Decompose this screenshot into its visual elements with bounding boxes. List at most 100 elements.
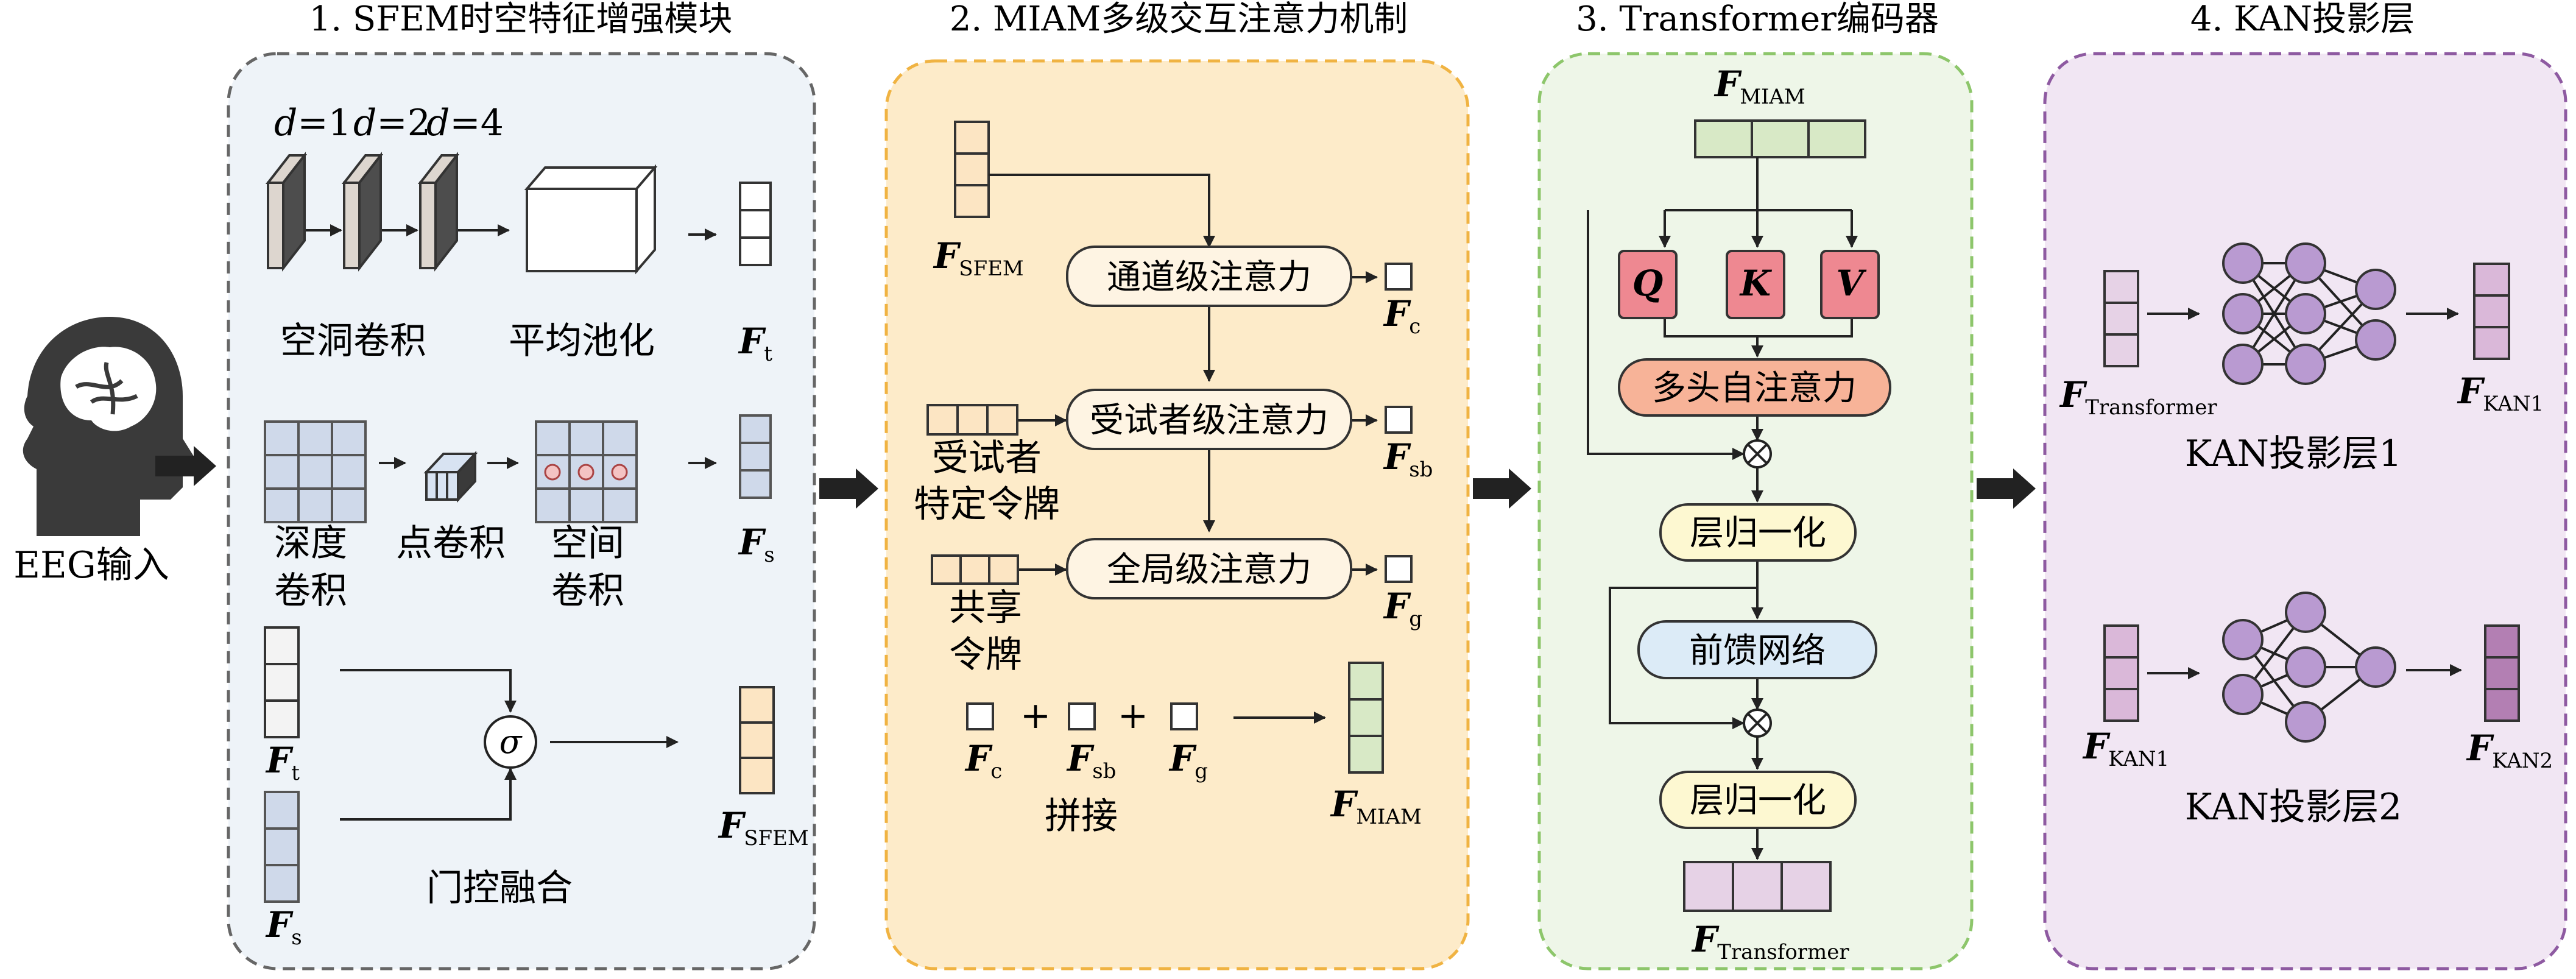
concat-fg-label: Fg <box>1168 738 1208 783</box>
fmiam-in-label: FMIAM <box>1713 63 1805 109</box>
depth-conv-label-2: 卷积 <box>274 570 347 612</box>
ft-gate-label: Ft <box>265 740 300 785</box>
svg-text:d=2: d=2 <box>353 102 431 144</box>
concat-fsb-label: Fsb <box>1066 738 1116 783</box>
feature-fkan2-out <box>2484 624 2520 722</box>
concat-small-boxes <box>966 702 1198 730</box>
otimes-1-x2 <box>1747 444 1768 464</box>
panel-title-miam: 2. MIAM多级交互注意力机制 <box>950 0 1408 39</box>
fkan2-out-label: FKAN2 <box>2466 727 2553 773</box>
mhsa-box <box>1618 358 1891 417</box>
concat-fc-label: Fc <box>964 738 1002 783</box>
subject-token-label-1: 受试者 <box>932 437 1042 479</box>
mhsa-label: 多头自注意力 <box>1652 369 1857 408</box>
sigma-gate-node <box>484 715 537 769</box>
kan-net-2-nodes <box>2222 592 2396 743</box>
panel-title-kan: 4. KAN投影层 <box>2190 0 2415 39</box>
avg-pool-cube <box>524 164 658 275</box>
panel-title-transformer: 3. Transformer编码器 <box>1576 0 1939 39</box>
avg-pool-label: 平均池化 <box>509 320 655 362</box>
ft-top-label: Ft <box>738 320 772 366</box>
arrow-sfem-to-miam <box>819 468 878 509</box>
dilated-conv-blocks <box>265 152 460 272</box>
depth-conv-label-1: 深度 <box>274 522 347 565</box>
svg-text:d=1: d=1 <box>274 102 351 144</box>
ln2-label: 层归一化 <box>1690 781 1826 821</box>
sigma-symbol: σ <box>499 723 523 761</box>
global-att-label: 全局级注意力 <box>1107 550 1311 590</box>
point-conv-label: 点卷积 <box>396 522 506 565</box>
fkan1-in-label: FKAN1 <box>2082 726 2169 771</box>
ftransformer-in-label: FTransformer <box>2059 374 2217 420</box>
gate-fusion-label: 门控融合 <box>426 867 573 910</box>
plus-2: + <box>1118 694 1148 737</box>
feature-fkan1-in <box>2103 624 2139 722</box>
feature-fsfem-out <box>739 686 775 794</box>
arrow-miam-to-transformer <box>1473 468 1531 509</box>
miam-connectors <box>989 174 1378 724</box>
kan-net-1-nodes <box>2222 242 2396 385</box>
shared-token-cells <box>931 554 1019 585</box>
feature-ftransformer-out <box>1683 861 1832 912</box>
depthwise-grid <box>264 420 367 523</box>
otimes-2-x2 <box>1747 713 1768 733</box>
k-box <box>1726 250 1785 319</box>
fsfem-in-label: FSFEM <box>933 235 1024 281</box>
v-label: V <box>1836 263 1866 304</box>
v-box <box>1820 250 1880 319</box>
kan1-label: KAN投影层1 <box>2185 433 2402 475</box>
panel-kan <box>2043 52 2567 970</box>
fc-label: Fc <box>1383 293 1420 339</box>
concat-label: 拼接 <box>1045 795 1118 838</box>
transformer-connectors <box>1587 157 1858 860</box>
shared-token-label-2: 令牌 <box>949 634 1022 676</box>
feature-fmiam-in <box>1694 119 1866 158</box>
feature-fsfem-in <box>954 121 990 218</box>
fsb-label: Fsb <box>1383 436 1433 482</box>
fc-small-box <box>1385 263 1413 583</box>
svg-text:d=4: d=4 <box>426 102 504 144</box>
q-box <box>1618 250 1678 319</box>
arrow-transformer-to-kan <box>1977 468 2036 509</box>
dilated-conv-label: 空洞卷积 <box>280 320 426 362</box>
feature-fs-top <box>739 414 772 499</box>
ln2-box <box>1659 771 1857 829</box>
subject-att-label: 受试者级注意力 <box>1090 401 1329 440</box>
spatial-grid <box>535 420 638 523</box>
ln1-box <box>1659 503 1857 562</box>
feature-fs-gate <box>264 791 300 903</box>
channel-att-box <box>1066 246 1352 307</box>
feature-ft-top <box>739 182 772 266</box>
ffn-box <box>1637 620 1877 679</box>
channel-att-label: 通道级注意力 <box>1107 258 1311 297</box>
k-label: K <box>1739 263 1773 304</box>
gate-connectors <box>340 669 679 821</box>
kan2-label: KAN投影层2 <box>2185 786 2402 829</box>
subject-att-box <box>1066 389 1352 450</box>
ftransformer-out-label: FTransformer <box>1691 919 1849 964</box>
fsfem-out-label: FSFEM <box>718 805 809 850</box>
feature-fmiam-out <box>1348 662 1384 774</box>
kan-2-arrows <box>2147 664 2462 679</box>
fkan1-out-label: FKAN1 <box>2457 370 2544 416</box>
subject-token-cells <box>926 404 1018 436</box>
fmiam-out-label: FMIAM <box>1330 783 1422 829</box>
ffn-label: 前馈网络 <box>1689 631 1826 671</box>
feature-fkan1-out <box>2473 263 2510 360</box>
feature-ft-gate <box>264 626 300 738</box>
plus-1: + <box>1020 694 1051 737</box>
fs-gate-label: Fs <box>265 904 302 950</box>
ln1-label: 层归一化 <box>1690 514 1826 553</box>
global-att-box <box>1066 538 1352 599</box>
spatial-conv-label-2: 卷积 <box>551 570 624 612</box>
shared-token-label-1: 共享 <box>949 587 1022 629</box>
feature-ftransformer-in <box>2103 270 2139 367</box>
arrow-input-to-sfem <box>155 446 216 486</box>
fg-label: Fg <box>1383 585 1422 631</box>
head-brain-icon <box>23 317 199 536</box>
spatial-conv-label-1: 空间 <box>551 522 624 565</box>
eeg-input-label: EEG输入 <box>13 544 169 587</box>
pointwise-block <box>423 450 478 503</box>
q-label: Q <box>1632 263 1664 304</box>
